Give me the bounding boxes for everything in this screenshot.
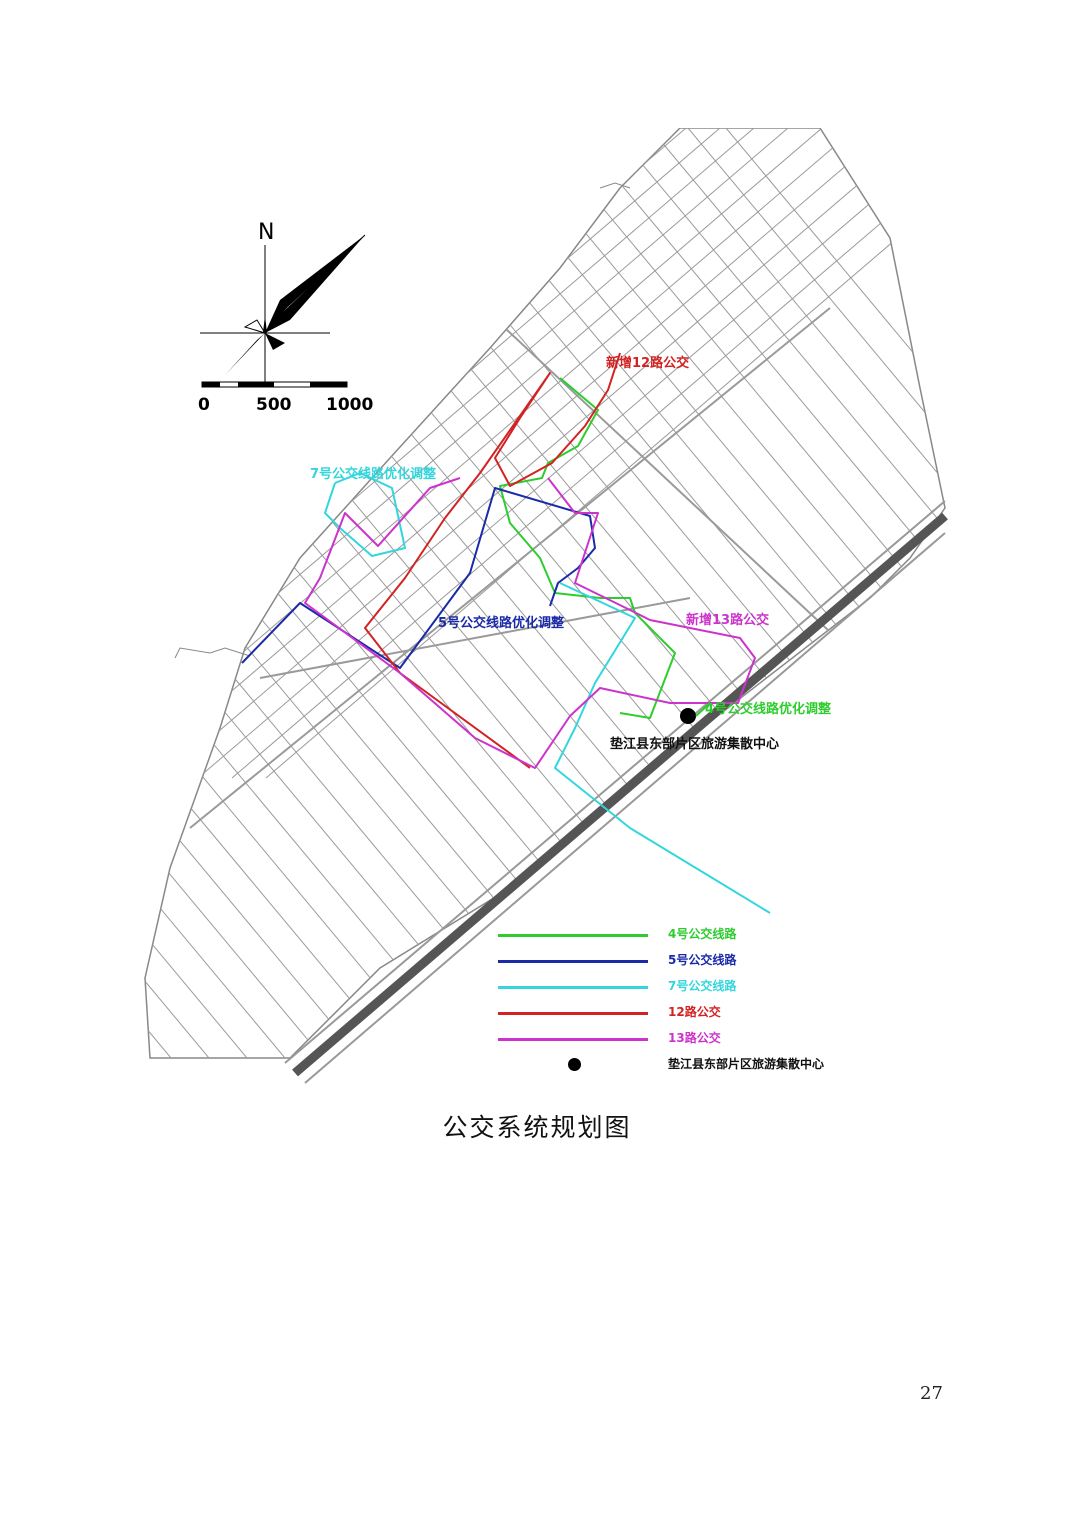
scale-tick-1000: 1000 — [326, 395, 374, 415]
tourism-center-marker — [680, 708, 696, 724]
road-segment — [725, 128, 945, 1058]
railway — [284, 500, 948, 1084]
route-4-line — [499, 377, 676, 719]
legend-item: 4号公交线路 — [498, 924, 898, 946]
legend-line-swatch — [498, 960, 648, 963]
route-7-line — [324, 472, 406, 557]
road-segment — [145, 128, 463, 1058]
road-segment — [611, 128, 945, 1058]
road-segment — [163, 128, 925, 779]
road-segment — [231, 128, 945, 779]
legend-item: 12路公交 — [498, 1002, 898, 1024]
compass-rose — [200, 234, 366, 388]
road-segment — [259, 597, 691, 679]
river-edge — [174, 182, 631, 659]
road-segment — [145, 128, 539, 1058]
label-route12-new: 新增12路公交 — [606, 356, 690, 371]
map-boundary — [144, 128, 946, 1059]
scale-tick-500: 500 — [256, 395, 292, 415]
legend-label: 7号公交线路 — [668, 979, 737, 993]
road-segment — [145, 128, 349, 1058]
legend-item: 垫江县东部片区旅游集散中心 — [498, 1054, 898, 1076]
road-segment — [429, 257, 891, 689]
road-segment — [145, 128, 891, 779]
road-segment — [145, 128, 425, 1058]
legend-item: 5号公交线路 — [498, 950, 898, 972]
legend-item: 13路公交 — [498, 1028, 898, 1050]
legend-line-swatch — [498, 986, 648, 989]
road-segment — [145, 128, 501, 1058]
label-route7-adjust: 7号公交线路优化调整 — [310, 467, 437, 482]
road-segment — [130, 128, 142, 778]
legend-line-swatch — [498, 1038, 648, 1041]
label-route13-new: 新增13路公交 — [686, 613, 770, 628]
figure-caption: 公交系统规划图 — [442, 1113, 632, 1142]
road-segment — [145, 128, 311, 1058]
legend-label: 5号公交线路 — [668, 953, 737, 967]
route-12-line — [364, 352, 621, 769]
road-segment — [573, 128, 945, 1058]
road-segment — [649, 128, 945, 1058]
route-7-ext-line — [554, 582, 771, 914]
legend-label: 4号公交线路 — [668, 927, 737, 941]
page-number: 27 — [920, 1383, 943, 1404]
road-segment — [687, 128, 945, 1058]
label-tourism-center: 垫江县东部片区旅游集散中心 — [610, 737, 780, 752]
legend-label: 13路公交 — [668, 1031, 721, 1045]
legend-line-swatch — [498, 1012, 648, 1015]
scale-tick-0: 0 — [198, 395, 210, 415]
legend-dot-icon — [568, 1058, 581, 1071]
legend-item: 7号公交线路 — [498, 976, 898, 998]
label-route4-adjust: 4号公交线路优化调整 — [705, 702, 832, 717]
road-segment — [145, 128, 387, 1058]
legend-line-swatch — [498, 934, 648, 937]
compass-north-label: N — [258, 220, 275, 245]
road-segment — [421, 128, 945, 1058]
legend-label: 垫江县东部片区旅游集散中心 — [668, 1057, 825, 1071]
road-segment — [189, 307, 831, 829]
road-segment — [145, 128, 177, 779]
label-route5-adjust: 5号公交线路优化调整 — [438, 616, 565, 631]
city-road-map — [130, 128, 948, 1084]
road-segment — [197, 128, 945, 779]
legend-label: 12路公交 — [668, 1005, 721, 1019]
route-13-line — [304, 477, 756, 769]
